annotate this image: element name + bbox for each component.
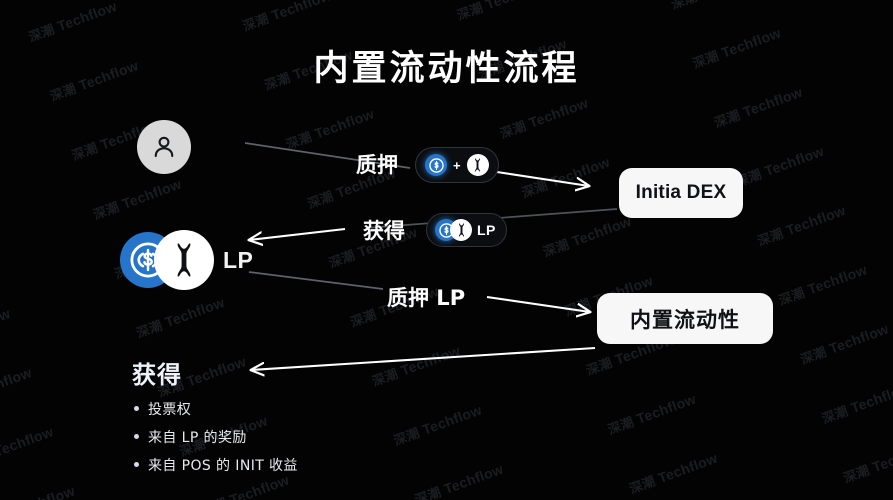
plus-icon: + bbox=[453, 157, 461, 173]
list-item: 投票权 bbox=[132, 399, 298, 419]
usdc-coin-icon bbox=[425, 154, 447, 176]
arrow-stake-to-dex bbox=[496, 170, 589, 186]
lp-token-label: LP bbox=[223, 246, 254, 273]
flow-label-stake-lp: 质押 LP bbox=[387, 286, 466, 310]
init-coin-icon bbox=[466, 154, 489, 176]
token-pair-pill-lp: LP bbox=[426, 213, 507, 247]
pill-lp-label: LP bbox=[477, 222, 496, 238]
arrow-receive-to-lp bbox=[249, 227, 346, 240]
token-pair-pill-stake: + bbox=[415, 147, 499, 183]
init-glyph bbox=[475, 158, 481, 172]
rewards-list: 投票权 来自 LP 的奖励 来自 POS 的 INIT 收益 bbox=[132, 399, 298, 475]
lp-token-group: LP bbox=[120, 230, 253, 290]
user-avatar bbox=[137, 120, 191, 174]
node-initia-dex[interactable]: Initia DEX bbox=[619, 168, 743, 218]
init-coin-icon bbox=[154, 230, 214, 290]
usdc-glyph bbox=[428, 157, 444, 173]
page-title: 内置流动性流程 bbox=[313, 49, 580, 89]
list-item: 来自 POS 的 INIT 收益 bbox=[132, 455, 298, 475]
flow-label-stake: 质押 bbox=[356, 153, 398, 177]
rewards-heading: 获得 bbox=[132, 361, 182, 389]
arrow-stakelp-to-liquidity bbox=[486, 295, 590, 312]
rewards-block: 获得 投票权 来自 LP 的奖励 来自 POS 的 INIT 收益 bbox=[132, 355, 298, 483]
flow-label-receive: 获得 bbox=[363, 219, 405, 243]
init-coin-icon bbox=[450, 219, 472, 241]
arrow-stakelp-segment-left bbox=[248, 271, 384, 290]
arrow-stake-segment-left bbox=[244, 142, 411, 169]
node-builtin-liquidity[interactable]: 内置流动性 bbox=[597, 293, 773, 344]
arrow-liquidity-to-rewards bbox=[251, 346, 596, 370]
list-item: 来自 LP 的奖励 bbox=[132, 427, 298, 447]
person-icon bbox=[154, 136, 174, 158]
init-glyph bbox=[458, 223, 464, 237]
init-glyph bbox=[177, 243, 191, 277]
